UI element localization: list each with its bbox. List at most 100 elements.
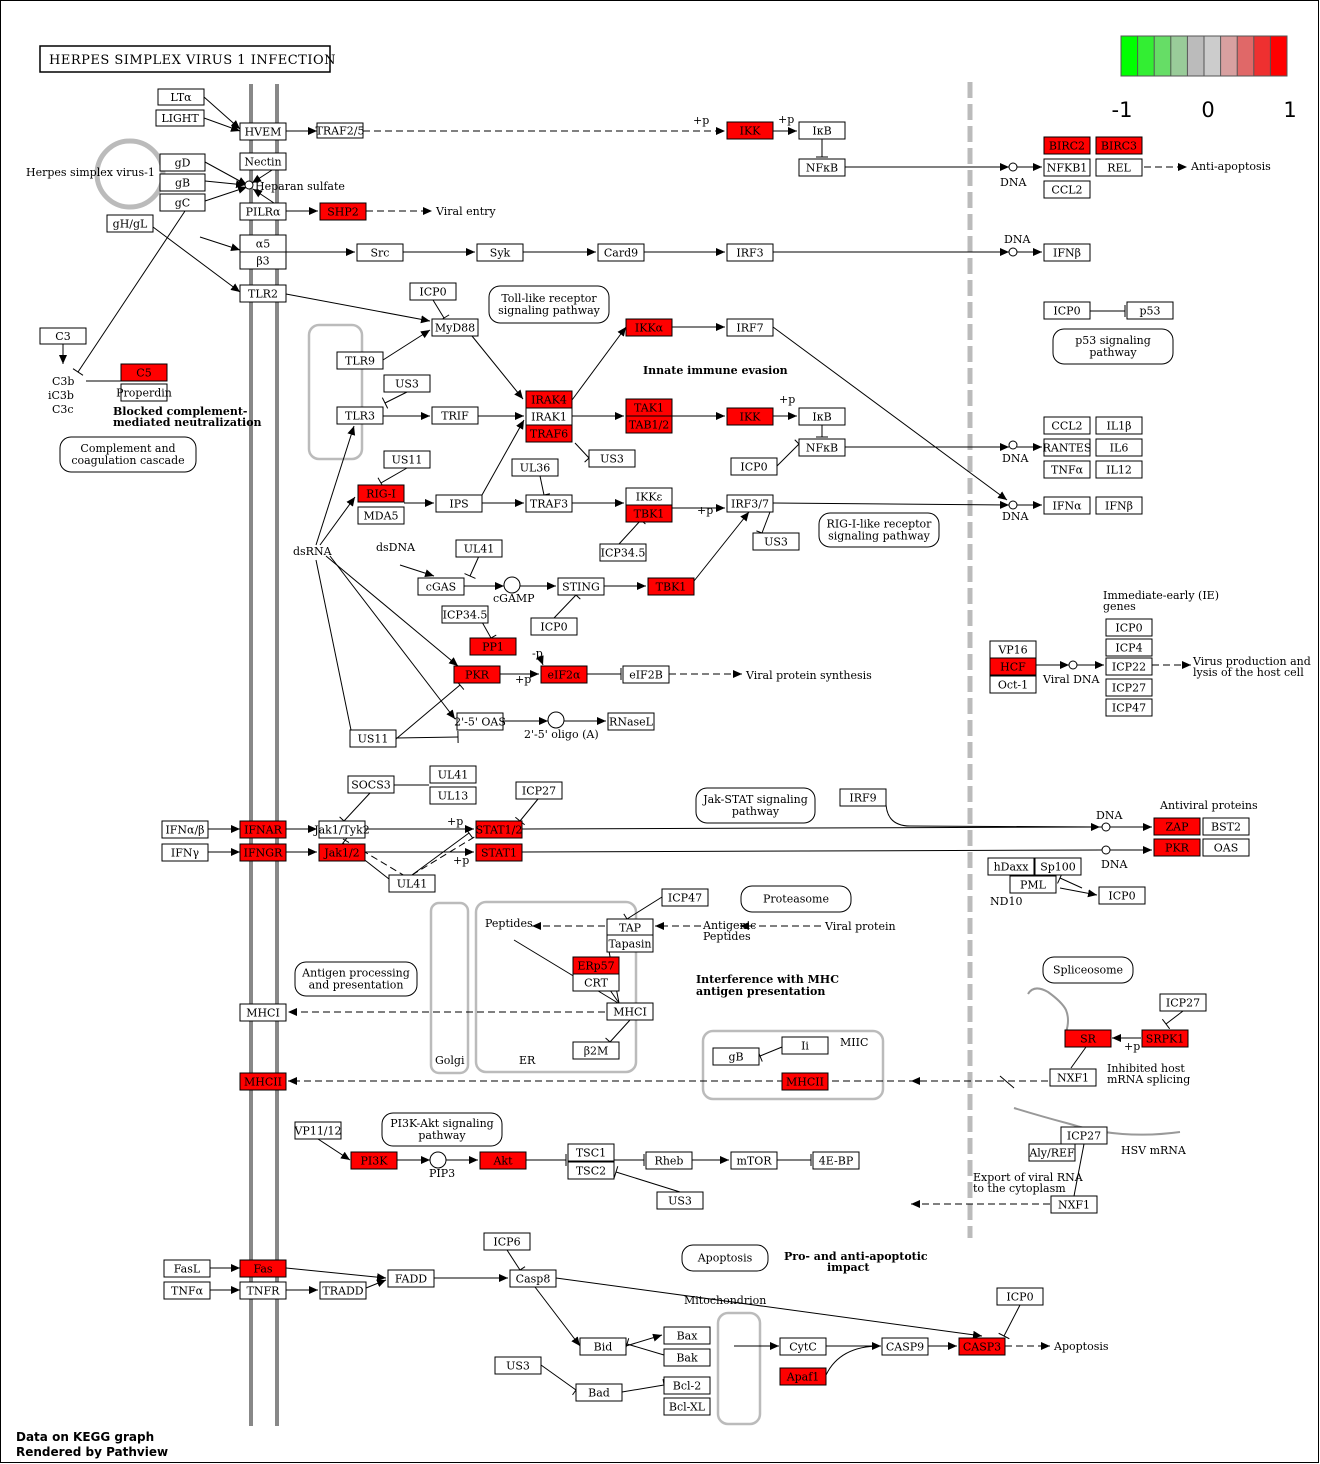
- gene-node-gh-gl[interactable]: gH/gL: [106, 214, 154, 233]
- gene-node-irak1[interactable]: IRAK1: [525, 407, 573, 426]
- gene-node-tbk1[interactable]: TBK1: [625, 504, 673, 523]
- gene-node-pkr[interactable]: PKR: [453, 665, 501, 684]
- gene-node-icp27[interactable]: ICP27: [1060, 1126, 1108, 1145]
- gene-node-ifn[interactable]: IFNα/β: [161, 820, 209, 839]
- gene-node-us11[interactable]: US11: [349, 729, 397, 748]
- gene-node-tnfr[interactable]: TNFR: [239, 1281, 287, 1300]
- gene-node-gd[interactable]: gD: [159, 153, 206, 172]
- gene-node-us3[interactable]: US3: [383, 374, 431, 393]
- gene-node-hdaxx[interactable]: hDaxx: [987, 857, 1035, 876]
- gene-node-p53[interactable]: p53: [1126, 301, 1174, 320]
- gene-node-fadd[interactable]: FADD: [387, 1269, 435, 1288]
- gene-node-pml[interactable]: PML: [1009, 875, 1057, 894]
- gene-node-bak[interactable]: Bak: [663, 1348, 711, 1367]
- gene-node-rig-i[interactable]: RIG-I: [357, 484, 405, 503]
- gene-node-ikk[interactable]: IKK: [726, 121, 774, 140]
- gene-node-gb[interactable]: gB: [712, 1047, 760, 1066]
- gene-node-c5[interactable]: C5: [120, 363, 168, 382]
- gene-node-icp0[interactable]: ICP0: [409, 282, 457, 301]
- gene-node-pp1[interactable]: PP1: [469, 637, 517, 656]
- pathway-link-proteasome[interactable]: Proteasome: [740, 885, 852, 913]
- gene-node-irak4[interactable]: IRAK4: [525, 390, 573, 409]
- gene-node-traf2-5[interactable]: TRAF2/5: [316, 122, 365, 139]
- gene-node-lt[interactable]: LTα: [157, 88, 205, 106]
- gene-node-mhci[interactable]: MHCI: [606, 1002, 654, 1021]
- gene-node-light[interactable]: LIGHT: [155, 109, 205, 127]
- gene-node-vp16[interactable]: VP16: [989, 640, 1037, 659]
- gene-node-ccl2[interactable]: CCL2: [1043, 416, 1091, 435]
- gene-node-pilr[interactable]: PILRα: [239, 202, 287, 221]
- gene-node-properdin[interactable]: Properdin: [116, 383, 172, 402]
- gene-node-cytc[interactable]: CytC: [779, 1337, 827, 1356]
- gene-node-jak1-tyk2[interactable]: Jak1/Tyk2: [313, 820, 370, 839]
- gene-node-us3[interactable]: US3: [494, 1356, 542, 1375]
- gene-node-us3[interactable]: US3: [752, 532, 800, 551]
- gene-node-i-b[interactable]: IκB: [798, 407, 846, 426]
- gene-node-bst2[interactable]: BST2: [1202, 817, 1250, 836]
- gene-node-il1[interactable]: IL1β: [1095, 416, 1143, 435]
- gene-node-us3[interactable]: US3: [656, 1191, 704, 1210]
- gene-node-nxf1[interactable]: NXF1: [1050, 1195, 1098, 1214]
- gene-node-bid[interactable]: Bid: [579, 1337, 627, 1356]
- gene-node-hvem[interactable]: HVEM: [239, 122, 287, 141]
- gene-node-icp22[interactable]: ICP22: [1105, 657, 1153, 676]
- gene-node-ul41[interactable]: UL41: [455, 539, 503, 558]
- gene-node-5[interactable]: α5: [239, 234, 287, 253]
- gene-node-traf3[interactable]: TRAF3: [525, 494, 573, 513]
- gene-node-icp4[interactable]: ICP4: [1105, 638, 1153, 657]
- gene-node-src[interactable]: Src: [356, 243, 404, 262]
- gene-node-shp2[interactable]: SHP2: [319, 202, 367, 221]
- gene-node-aly-ref[interactable]: Aly/REF: [1028, 1143, 1076, 1162]
- gene-node-ikk[interactable]: IKKε: [625, 487, 673, 506]
- gene-node-icp0[interactable]: ICP0: [1043, 301, 1091, 320]
- gene-node-sp100[interactable]: Sp100: [1034, 857, 1082, 876]
- gene-node-casp8[interactable]: Casp8: [509, 1269, 557, 1288]
- gene-node-irf3[interactable]: IRF3: [726, 243, 774, 262]
- gene-node-ifngr[interactable]: IFNGR: [239, 843, 287, 862]
- gene-node-ikk[interactable]: IKK: [726, 407, 774, 426]
- gene-node-traf6[interactable]: TRAF6: [525, 424, 573, 443]
- gene-node-mhcii[interactable]: MHCII: [781, 1072, 829, 1091]
- gene-node-irf9[interactable]: IRF9: [839, 788, 887, 807]
- gene-node-stat1[interactable]: STAT1: [475, 843, 523, 862]
- gene-node-gc[interactable]: gC: [159, 193, 206, 212]
- gene-node-ii[interactable]: Ii: [781, 1036, 829, 1055]
- gene-node-gb[interactable]: gB: [159, 173, 206, 192]
- gene-node-apaf1[interactable]: Apaf1: [779, 1367, 827, 1386]
- gene-node-rnasel[interactable]: RNaseL: [607, 712, 655, 731]
- gene-node-mhcii[interactable]: MHCII: [239, 1072, 287, 1091]
- gene-node-casp9[interactable]: CASP9: [881, 1337, 929, 1356]
- gene-node-srpk1[interactable]: SRPK1: [1141, 1029, 1189, 1048]
- gene-node-us11[interactable]: US11: [383, 450, 431, 469]
- gene-node-icp34-5[interactable]: ICP34.5: [599, 543, 647, 562]
- gene-node-oas[interactable]: OAS: [1202, 838, 1250, 857]
- gene-node-us3[interactable]: US3: [588, 449, 636, 468]
- gene-node-crt[interactable]: CRT: [572, 973, 620, 992]
- gene-node-irf7[interactable]: IRF7: [726, 318, 774, 337]
- gene-node-vp11-12[interactable]: VP11/12: [293, 1121, 342, 1140]
- gene-node-hcf[interactable]: HCF: [989, 657, 1037, 676]
- gene-node-icp27[interactable]: ICP27: [515, 781, 563, 800]
- gene-node-tlr9[interactable]: TLR9: [336, 351, 384, 370]
- gene-node-rantes[interactable]: RANTES: [1043, 438, 1092, 457]
- gene-node-tab1-2[interactable]: TAB1/2: [625, 415, 673, 434]
- gene-node-2m[interactable]: β2M: [572, 1041, 620, 1060]
- gene-node-icp0[interactable]: ICP0: [530, 617, 578, 636]
- gene-node-irf3-7[interactable]: IRF3/7: [726, 494, 774, 513]
- gene-node-eif2b[interactable]: eIF2B: [622, 665, 670, 684]
- gene-node-mtor[interactable]: mTOR: [730, 1151, 778, 1170]
- gene-node-mhci[interactable]: MHCI: [239, 1003, 287, 1022]
- gene-node-tnf[interactable]: TNFα: [1043, 460, 1091, 479]
- gene-node-erp57[interactable]: ERp57: [572, 956, 620, 975]
- gene-node-card9[interactable]: Card9: [597, 243, 645, 262]
- gene-node-bax[interactable]: Bax: [663, 1326, 711, 1345]
- gene-node-icp34-5[interactable]: ICP34.5: [441, 605, 489, 624]
- gene-node-jak1-2[interactable]: Jak1/2: [318, 843, 366, 862]
- gene-node-tsc1[interactable]: TSC1: [567, 1143, 615, 1162]
- gene-node-akt[interactable]: Akt: [479, 1151, 527, 1170]
